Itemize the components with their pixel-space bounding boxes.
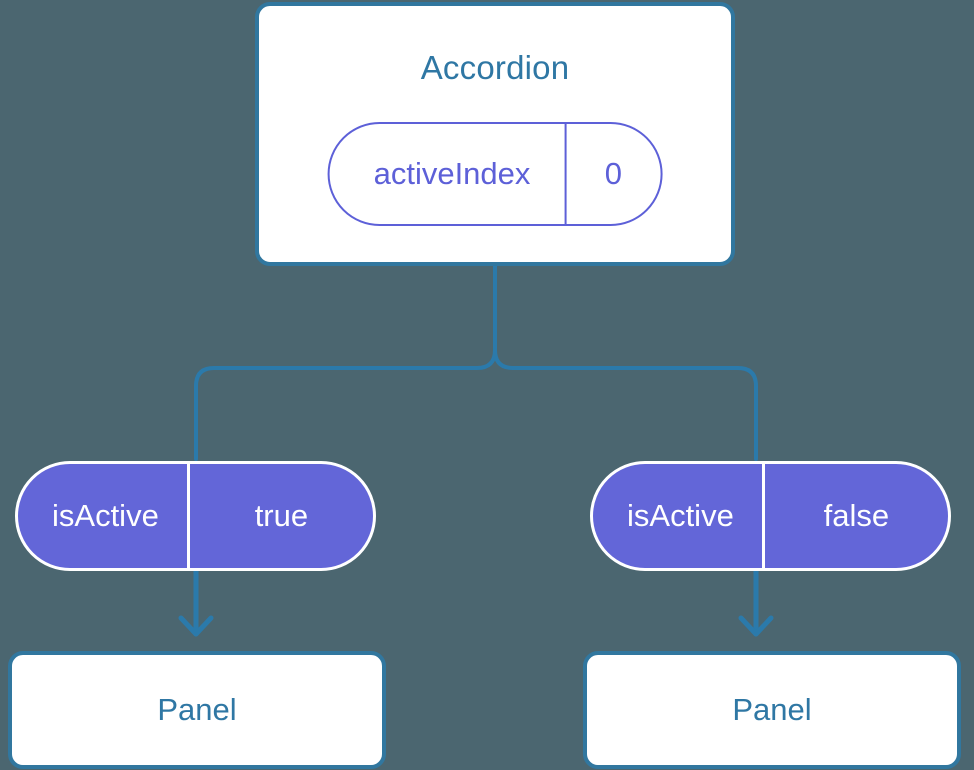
accordion-state-value: 0 [564, 124, 660, 224]
prop-pill-left-value: true [186, 464, 373, 568]
prop-pill-left-key: isActive [52, 498, 159, 533]
accordion-state-key: activeIndex [373, 156, 531, 191]
prop-pill-right-key: isActive [627, 498, 734, 533]
accordion-component-node[interactable]: Accordion activeIndex 0 [255, 2, 735, 266]
prop-pill-left[interactable]: isActive true [15, 461, 376, 571]
accordion-title: Accordion [420, 49, 570, 86]
arrow-right-head [738, 615, 774, 637]
prop-pill-right-value: false [761, 464, 948, 568]
arrow-left-head [178, 615, 214, 637]
accordion-state-pill[interactable]: activeIndex 0 [327, 122, 663, 226]
panel-component-node-left[interactable]: Panel [8, 651, 386, 769]
branch-connector-left [194, 348, 497, 461]
panel-left-title: Panel [157, 692, 237, 727]
branch-connector-right [493, 348, 758, 461]
panel-component-node-right[interactable]: Panel [583, 651, 961, 769]
panel-right-title: Panel [732, 692, 812, 727]
prop-pill-right[interactable]: isActive false [590, 461, 951, 571]
